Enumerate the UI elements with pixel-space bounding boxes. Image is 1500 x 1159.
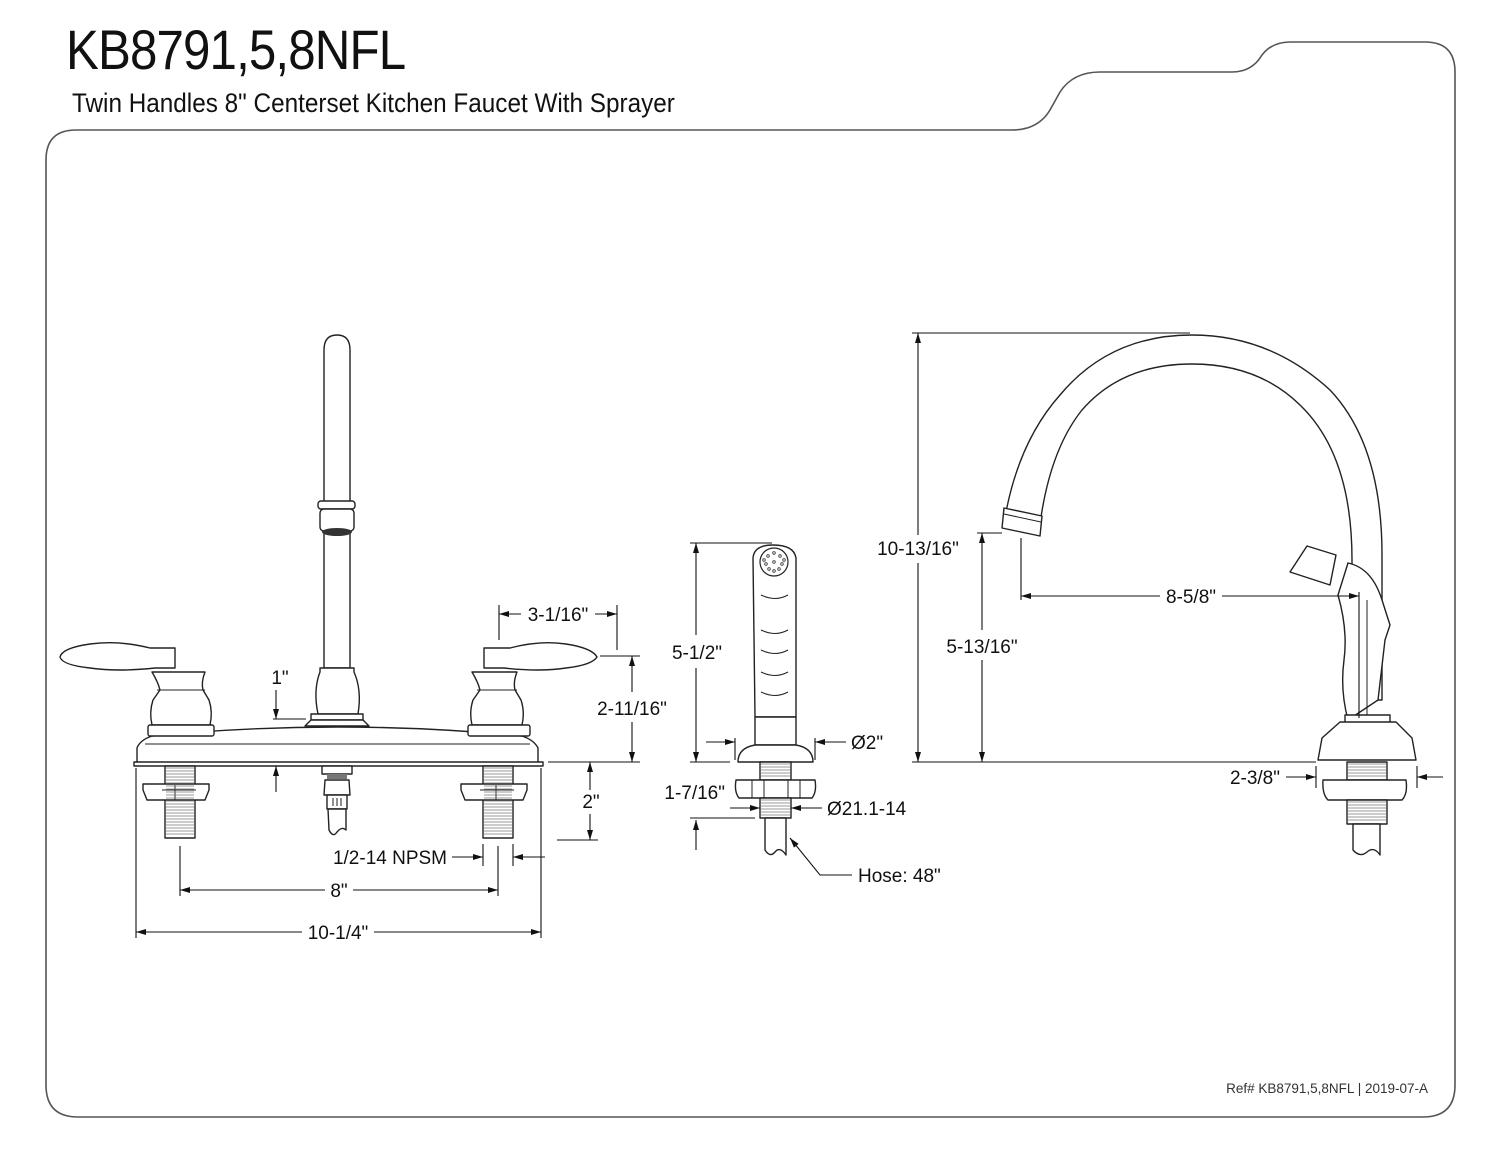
sprayer-nut (734, 779, 817, 799)
dim-sprayer-thread: Ø21.1-14 (827, 799, 907, 820)
right-handle (467, 641, 598, 737)
front-dimensions: 3-1/16" 2-11/16" 1" 2" 1/2-14 NPSM (135, 605, 667, 944)
spray-hole (782, 558, 786, 562)
spray-hole (778, 554, 782, 558)
dim-shank-length: 2" (582, 792, 599, 813)
dim-spout-clearance: 5-13/16" (946, 637, 1017, 658)
spray-hole (762, 558, 766, 562)
page-title: KB8791,5,8NFL (66, 18, 406, 81)
dim-thread-spec: 1/2-14 NPSM (333, 848, 447, 869)
sprayer-view: 5-1/2" Ø2" 1-7/16" Ø21.1-14 Hose: 48" (664, 542, 941, 887)
dim-deck-height: 1" (271, 668, 288, 689)
spray-head (759, 547, 789, 577)
sprayer-body (752, 544, 797, 718)
spout-aerator (1001, 507, 1043, 537)
spray-hole (780, 562, 784, 566)
dim-overall-width: 10-1/4" (308, 923, 369, 944)
spray-hole (772, 551, 776, 555)
dim-overall-height: 10-13/16" (877, 539, 959, 560)
spray-hole (767, 567, 771, 571)
spray-hole (772, 560, 776, 564)
left-handle (59, 641, 215, 737)
drawing-frame (45, 41, 1456, 1118)
spout-base (315, 667, 361, 715)
spray-hole (772, 569, 776, 573)
dim-sprayer-base-diameter: Ø2" (851, 733, 883, 754)
spray-hole (777, 567, 781, 571)
dim-center-spacing: 8" (330, 881, 347, 902)
dim-sprayer-height: 5-1/2" (672, 643, 722, 664)
reference-number: Ref# KB8791,5,8NFL | 2019-07-A (1226, 1081, 1428, 1096)
dim-hose-length: Hose: 48" (858, 866, 941, 887)
dim-sprayer-shank: 1-7/16" (664, 783, 725, 804)
dim-handle-width: 3-1/16" (528, 605, 589, 626)
dim-spout-reach: 8-5/8" (1166, 587, 1216, 608)
page-subtitle: Twin Handles 8" Centerset Kitchen Faucet… (72, 88, 675, 118)
deck-plate (136, 726, 539, 765)
side-nut (1322, 779, 1408, 801)
dim-handle-height: 2-11/16" (597, 699, 667, 720)
gooseneck-spout (1005, 334, 1383, 701)
dim-base-width: 2-3/8" (1230, 768, 1280, 789)
side-sprayer-body (1337, 562, 1391, 721)
aerator (317, 500, 356, 536)
front-view: 3-1/16" 2-11/16" 1" 2" 1/2-14 NPSM (59, 334, 667, 944)
spray-hole (766, 554, 770, 558)
side-view: 10-13/16" 5-13/16" 8-5/8" 2-3/8" (877, 332, 1443, 856)
spray-hole (764, 562, 768, 566)
supply-fitting (321, 765, 353, 836)
